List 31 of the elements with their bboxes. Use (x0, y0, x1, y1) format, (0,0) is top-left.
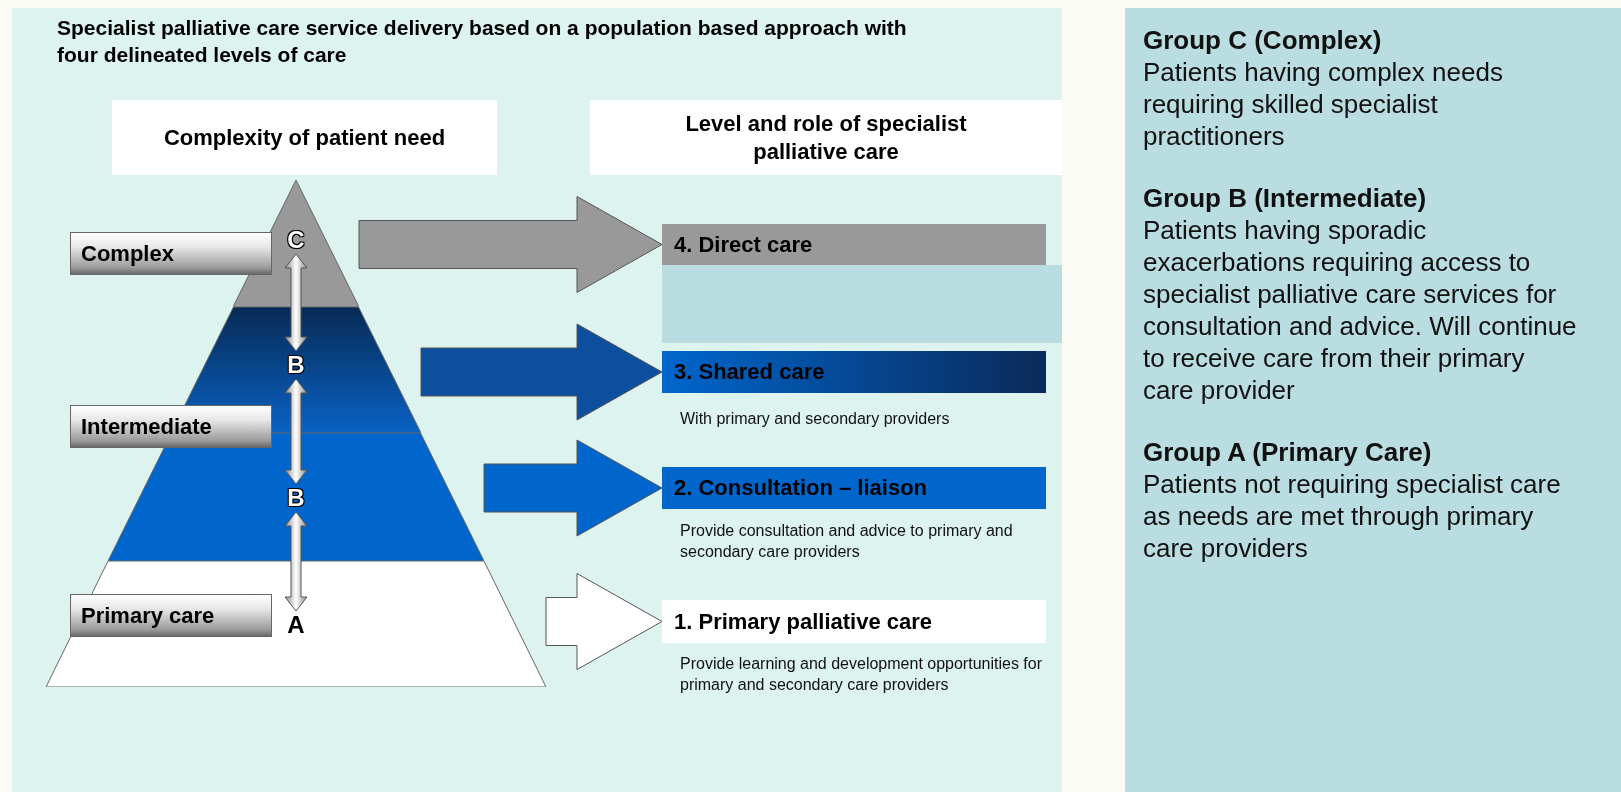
header-box: Level and role of specialist palliative care (590, 100, 1062, 175)
block-arrow (420, 323, 663, 421)
block-arrow (358, 196, 663, 293)
level-letter: A (284, 611, 308, 639)
level-box: 4. Direct care (662, 224, 1046, 265)
double-arrow (284, 511, 308, 612)
group-heading: Group C (Complex) (1143, 24, 1383, 56)
header-box: Complexity of patient need (112, 100, 497, 175)
level-tab: Intermediate (70, 405, 272, 448)
level-letter: C (284, 226, 308, 254)
level-box: 1. Primary palliative care (662, 600, 1046, 643)
double-arrow (284, 378, 308, 485)
block-arrow (545, 573, 663, 670)
group-heading: Group A (Primary Care) (1143, 436, 1433, 468)
description-text: Provide learning and development opportunities for primary and secondary care providers (680, 654, 1043, 695)
level-tab: Complex (70, 232, 272, 275)
diagram-title: Specialist palliative care service delivery based on a population based approach with four delineated levels of care (57, 15, 908, 68)
double-arrow (284, 253, 308, 352)
level-letter: B (284, 351, 308, 379)
empty-box (662, 265, 1062, 343)
group-description: Patients having complex needs requiring skilled specialist practitioners (1143, 56, 1504, 152)
level-box: 3. Shared care (662, 351, 1046, 393)
info-panel (1125, 8, 1621, 792)
description-text: With primary and secondary providers (680, 409, 951, 429)
level-box: 2. Consultation – liaison (662, 467, 1046, 509)
level-letter: B (284, 484, 308, 512)
block-arrow (483, 439, 663, 537)
group-description: Patients not requiring specialist care as needs are met through primary care providers (1143, 468, 1562, 564)
group-description: Patients having sporadic exacerbations requiring access to specialist palliative care services for consultation and advice. Will continue to receive care from their primary care provider (1143, 214, 1578, 406)
group-heading: Group B (Intermediate) (1143, 182, 1428, 214)
description-text: Provide consultation and advice to primary and secondary care providers (680, 521, 1014, 562)
